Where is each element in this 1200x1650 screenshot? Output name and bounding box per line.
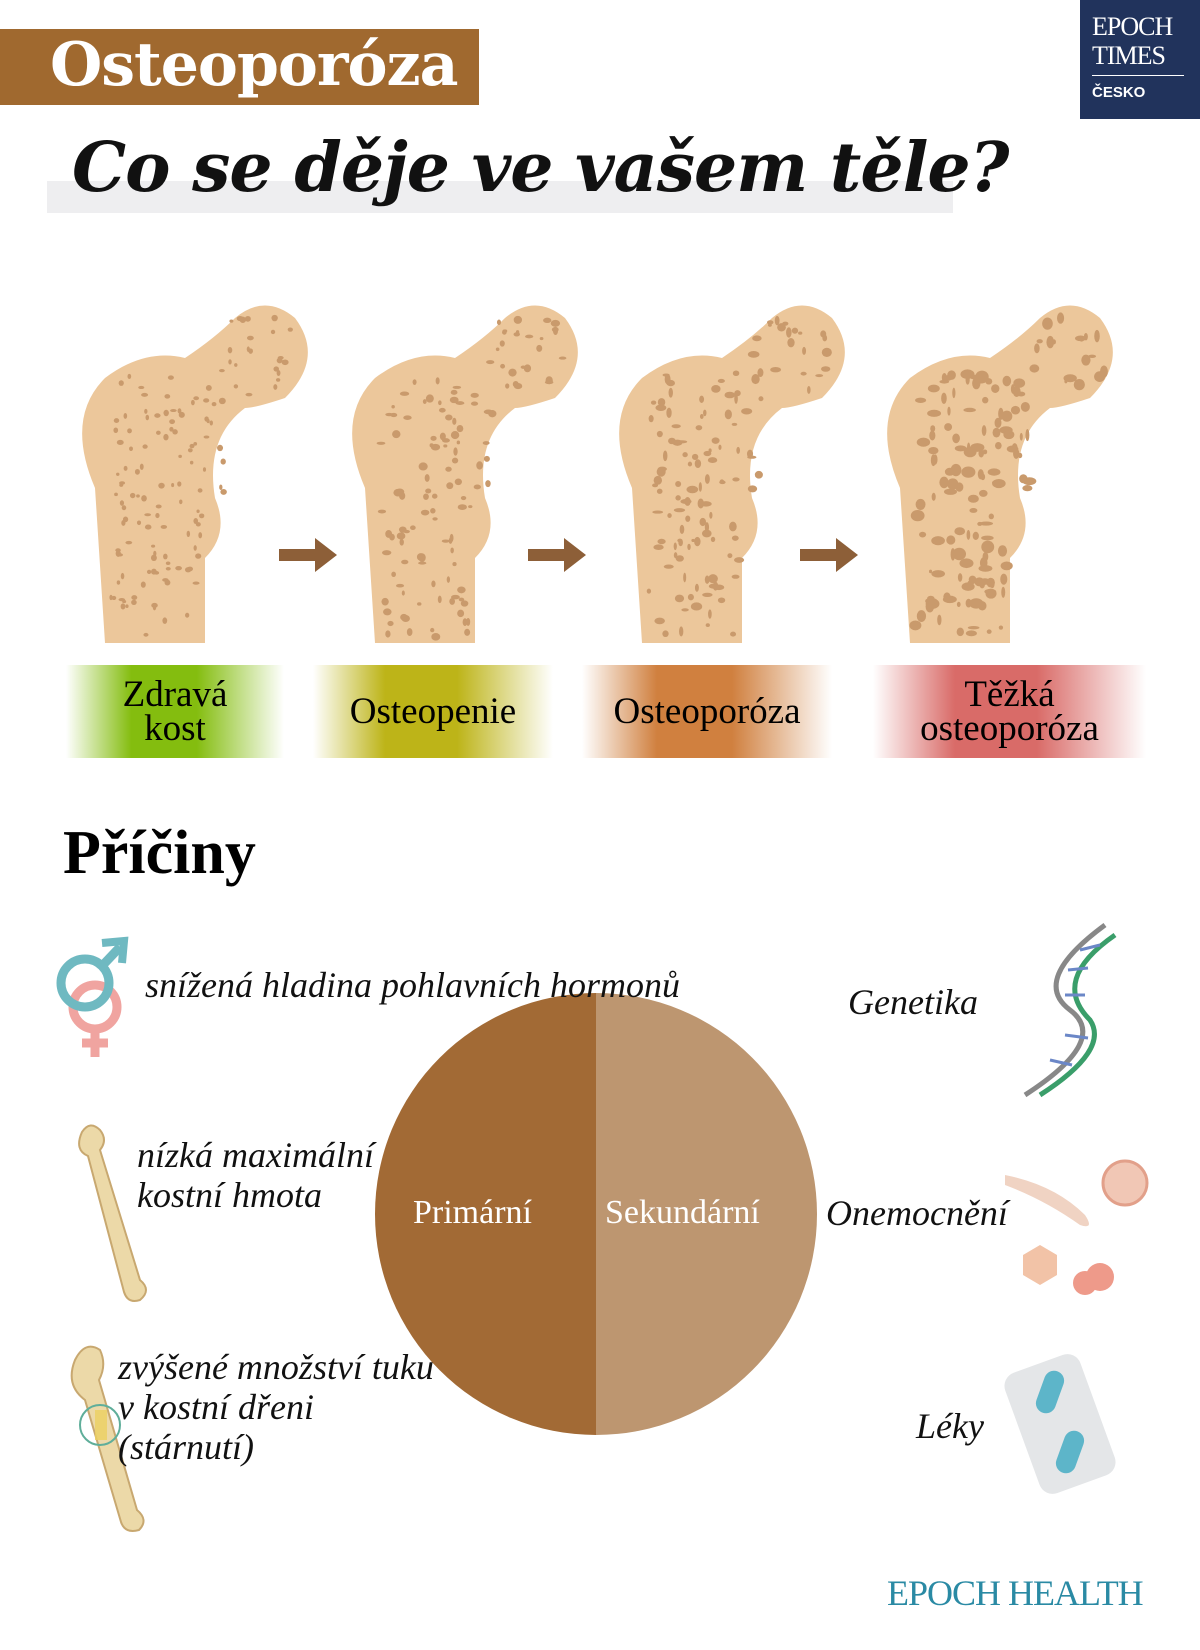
stage-healthy: Zdravá kost bbox=[66, 665, 284, 758]
pathogens-icon bbox=[1005, 1159, 1149, 1295]
causes-pie bbox=[375, 993, 817, 1435]
logo-divider bbox=[1092, 75, 1184, 76]
bone-marrow-icon bbox=[70, 1345, 145, 1532]
stage-label: Osteoporóza bbox=[613, 690, 801, 732]
headline: Co se děje ve vašem těle? bbox=[72, 128, 1010, 208]
progression-arrow-icon bbox=[528, 538, 586, 572]
epoch-times-logo: EPOCH TIMES ČESKO bbox=[1080, 0, 1200, 119]
gender-symbol-icon bbox=[56, 936, 129, 1057]
cause-marrow-fat: zvýšené množství tuku v kostní dřeni (st… bbox=[118, 1347, 434, 1467]
secondary-half bbox=[596, 993, 817, 1435]
stage-osteopenia: Osteopenie bbox=[313, 665, 553, 758]
stage-severe-osteoporosis: Těžká osteoporóza bbox=[873, 665, 1146, 758]
logo-line-3: ČESKO bbox=[1092, 84, 1146, 101]
stage-label: Osteopenie bbox=[349, 690, 517, 732]
secondary-label: Sekundární bbox=[605, 1194, 760, 1231]
stage-label: Těžká osteoporóza bbox=[920, 673, 1099, 749]
title-banner: Osteoporóza bbox=[0, 29, 479, 105]
bone-icon bbox=[78, 1124, 147, 1302]
pills-icon bbox=[1004, 1354, 1116, 1494]
cause-low-bone-mass: nízká maximální kostní hmota bbox=[137, 1135, 374, 1215]
logo-line-2: TIMES bbox=[1092, 41, 1166, 70]
femur-3-illustration bbox=[619, 305, 845, 643]
cause-hormones: snížená hladina pohlavních hormonů bbox=[145, 965, 680, 1005]
dna-icon bbox=[1023, 922, 1117, 1098]
logo-line-1: EPOCH bbox=[1092, 12, 1173, 41]
femur-4-illustration bbox=[887, 305, 1113, 643]
cause-medication: Léky bbox=[916, 1406, 984, 1446]
cause-genetics: Genetika bbox=[848, 982, 978, 1022]
epoch-health-brand: EPOCH HEALTH bbox=[887, 1573, 1144, 1613]
headline-underline bbox=[47, 181, 953, 213]
cause-disease: Onemocnění bbox=[826, 1193, 1008, 1233]
primary-half bbox=[375, 993, 596, 1435]
progression-arrow-icon bbox=[800, 538, 858, 572]
primary-label: Primární bbox=[413, 1194, 532, 1231]
progression-arrow-icon bbox=[279, 538, 337, 572]
stage-label: Zdravá kost bbox=[122, 673, 228, 749]
causes-heading: Příčiny bbox=[63, 819, 256, 887]
stage-osteoporosis: Osteoporóza bbox=[582, 665, 832, 758]
femur-2-illustration bbox=[352, 305, 578, 643]
femur-1-illustration bbox=[82, 305, 308, 643]
